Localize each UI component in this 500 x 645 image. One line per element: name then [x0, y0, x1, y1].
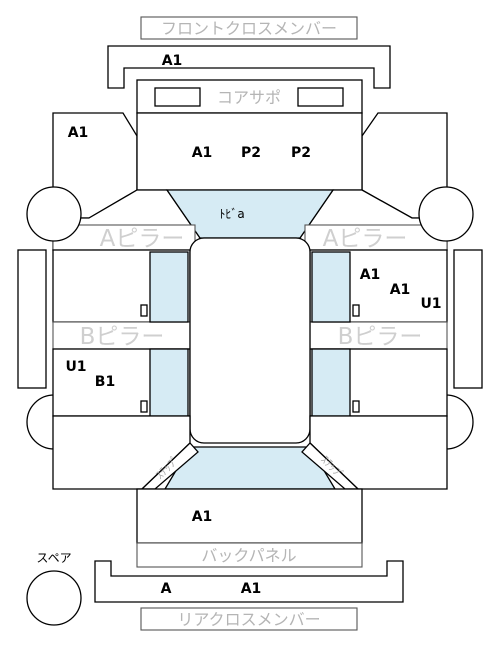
left-rear-window[interactable] [149, 348, 189, 417]
hood-code-3: P2 [291, 145, 311, 161]
left-front-window[interactable] [149, 251, 189, 323]
left-rear-door-code-1: U1 [65, 359, 86, 375]
hood-code-1: A1 [192, 145, 213, 161]
rear-cross-member-box [140, 607, 358, 631]
back-panel[interactable] [136, 542, 363, 568]
spare-label: スペア [36, 551, 71, 565]
front-cross-member-label: フロントクロスメンバー [161, 19, 337, 38]
front-cross-code: A1 [162, 53, 183, 69]
front-cross-member-box [140, 16, 358, 40]
front-left-wheel[interactable] [26, 186, 82, 242]
core-support-right-slot [297, 87, 344, 107]
right-b-pillar-label: Bピラー [338, 324, 423, 350]
left-rear-door-handle [140, 400, 148, 413]
roof-label: ﾄﾋﾞa [219, 207, 244, 221]
front-cross-member[interactable] [107, 45, 391, 89]
left-rear-door-code-2: B1 [95, 374, 115, 390]
right-rear-quarter-panel[interactable] [309, 415, 448, 490]
right-front-window[interactable] [311, 251, 351, 323]
right-front-door-handle [352, 304, 360, 317]
right-side-sill[interactable] [453, 249, 483, 389]
left-b-pillar-label: Bピラー [80, 324, 165, 350]
rear-cross-member-label: リアクロスメンバー [177, 610, 320, 629]
right-b-pillar-band [309, 321, 448, 350]
left-rear-quarter-panel[interactable] [52, 415, 191, 490]
right-front-door-code-2: A1 [390, 282, 411, 298]
right-front-door-code-3: U1 [420, 296, 441, 312]
front-left-fender-code: A1 [68, 125, 89, 141]
back-panel-label: バックパネル [201, 546, 296, 565]
rear-cross-member[interactable] [94, 560, 404, 603]
right-a-pillar-label: Aピラー [323, 226, 408, 252]
trunk[interactable] [136, 488, 363, 544]
core-support-left-slot [154, 87, 201, 107]
front-right-wheel[interactable] [418, 186, 474, 242]
left-front-door-handle [140, 304, 148, 317]
core-support-label: コアサポ [217, 88, 281, 107]
right-rear-window[interactable] [311, 348, 351, 417]
right-front-door-code-1: A1 [360, 267, 381, 283]
rear-cross-code-1: A [161, 581, 172, 597]
rear-cross-code-2: A1 [241, 581, 262, 597]
roof[interactable] [189, 237, 311, 444]
hood-code-2: P2 [241, 145, 261, 161]
trunk-code: A1 [192, 509, 213, 525]
left-a-pillar-label: Aピラー [100, 226, 185, 252]
left-side-sill[interactable] [17, 249, 47, 389]
spare-tire[interactable] [26, 570, 82, 626]
right-rear-door-handle [352, 400, 360, 413]
